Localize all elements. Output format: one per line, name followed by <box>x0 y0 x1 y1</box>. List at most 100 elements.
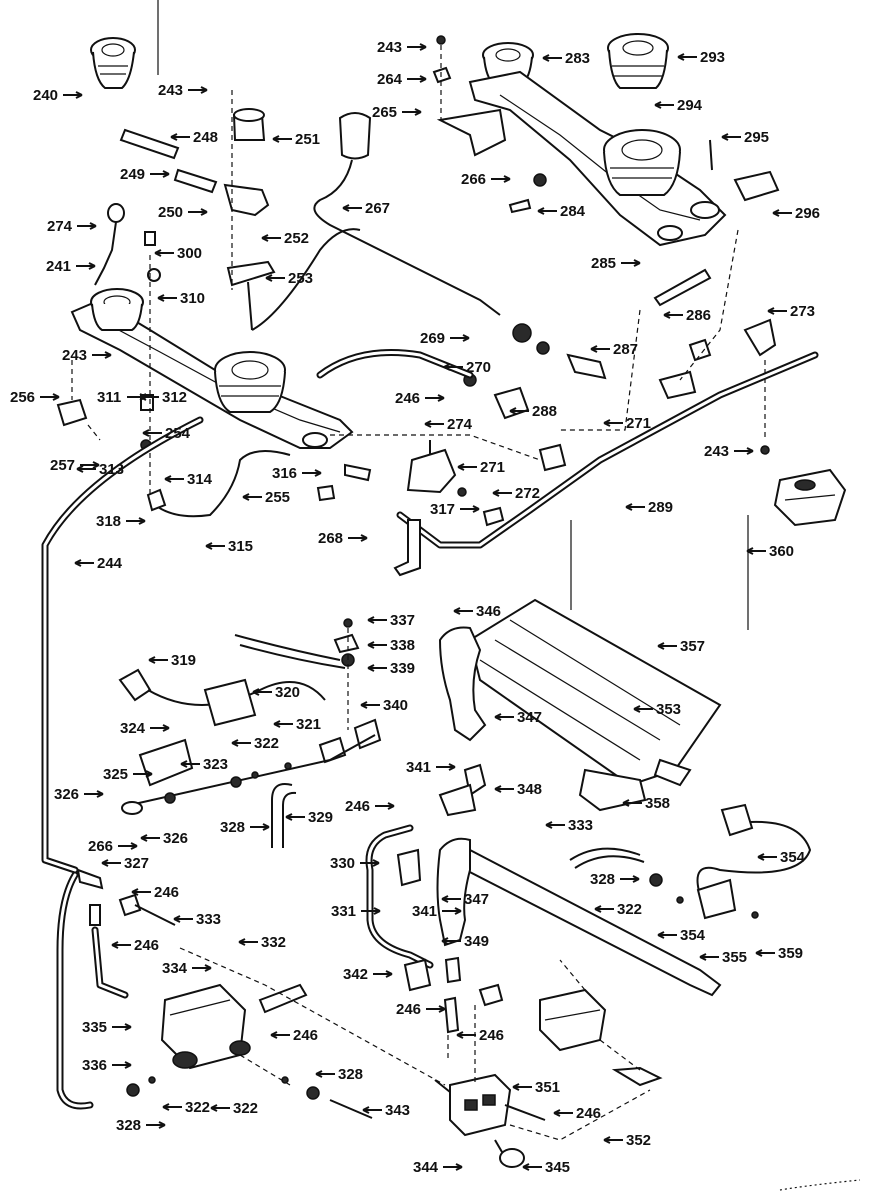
part-label: 244 <box>97 555 123 572</box>
leader-arrow <box>188 208 208 216</box>
leader-arrow <box>360 859 380 867</box>
leader-arrow <box>443 1163 463 1171</box>
leader-arrow <box>315 1070 335 1078</box>
leader-arrow <box>131 888 151 896</box>
lower-left-fittings <box>56 868 176 1110</box>
leader-arrow <box>210 1104 230 1112</box>
center-valves <box>316 373 567 527</box>
leader-arrow <box>76 465 96 473</box>
part-label: 310 <box>180 290 205 307</box>
part-label: 296 <box>795 205 820 222</box>
leader-arrow <box>442 907 462 915</box>
part-label: 348 <box>517 781 542 798</box>
part-label: 355 <box>722 949 747 966</box>
leader-arrow <box>360 701 380 709</box>
part-label: 264 <box>377 71 403 88</box>
leader-arrow <box>164 475 184 483</box>
leader-arrow <box>162 1103 182 1111</box>
leader-arrow <box>625 503 645 511</box>
part-label: 338 <box>390 637 415 654</box>
part-label: 288 <box>532 403 557 420</box>
leader-arrow <box>231 739 251 747</box>
part-label: 251 <box>295 131 320 148</box>
leader-arrow <box>767 307 787 315</box>
part-label: 246 <box>576 1105 601 1122</box>
leader-arrow <box>424 420 444 428</box>
part-label: 328 <box>590 871 615 888</box>
leader-arrow <box>460 505 480 513</box>
part-label: 266 <box>88 838 113 855</box>
part-label: 325 <box>103 766 128 783</box>
part-label: 343 <box>385 1102 410 1119</box>
line-art <box>41 0 861 1191</box>
leader-arrow <box>402 108 422 116</box>
part-label: 313 <box>99 461 124 478</box>
part-label: 323 <box>203 756 228 773</box>
part-label: 250 <box>158 204 183 221</box>
part-label: 341 <box>412 903 437 920</box>
part-label: 252 <box>284 230 309 247</box>
part-label: 329 <box>308 809 333 826</box>
part-label: 358 <box>645 795 670 812</box>
leader-arrow <box>509 407 529 415</box>
ignitor-319 <box>118 634 346 727</box>
leader-arrow <box>76 262 96 270</box>
leader-arrow <box>522 1163 542 1171</box>
part-label: 344 <box>413 1159 439 1176</box>
leader-arrow <box>375 802 395 810</box>
part-label: 271 <box>480 459 505 476</box>
part-label: 254 <box>165 425 191 442</box>
leader-arrow <box>663 311 683 319</box>
part-label: 246 <box>154 884 179 901</box>
part-label: 322 <box>617 901 642 918</box>
oven-burner-357 <box>468 598 722 812</box>
leader-arrow <box>192 964 212 972</box>
leader-arrow <box>367 641 387 649</box>
leader-arrow <box>537 207 557 215</box>
part-label: 246 <box>479 1027 504 1044</box>
part-label: 283 <box>565 50 590 67</box>
part-label: 331 <box>331 903 356 920</box>
leader-arrow <box>238 938 258 946</box>
leader-arrow <box>92 351 112 359</box>
leader-arrow <box>40 393 60 401</box>
part-label: 272 <box>515 485 540 502</box>
leader-arrow <box>188 86 208 94</box>
leader-arrow <box>441 937 461 945</box>
leader-arrow <box>492 489 512 497</box>
leader-arrow <box>140 834 160 842</box>
leader-arrow <box>491 175 511 183</box>
part-label: 342 <box>343 966 368 983</box>
leader-arrow <box>436 763 456 771</box>
part-label: 360 <box>769 543 794 560</box>
part-label: 336 <box>82 1057 107 1074</box>
leader-arrow <box>545 821 565 829</box>
leader-arrow <box>126 517 146 525</box>
leader-arrow <box>142 429 162 437</box>
leader-arrow <box>101 859 121 867</box>
leader-arrow <box>180 760 200 768</box>
leader-arrow <box>270 1031 290 1039</box>
bracket-268 <box>393 519 421 577</box>
wire-267 <box>251 112 501 331</box>
leader-arrow <box>146 1121 166 1129</box>
leader-arrow <box>148 656 168 664</box>
part-labels: 240 243 248 251 249 250 274 252 300 253 … <box>10 39 820 1176</box>
part-label: 330 <box>330 855 355 872</box>
part-label: 353 <box>656 701 681 718</box>
part-label: 324 <box>120 720 146 737</box>
leader-arrow <box>407 43 427 51</box>
part-label: 293 <box>700 49 725 66</box>
leader-arrow <box>603 1136 623 1144</box>
leader-arrow <box>112 1023 132 1031</box>
part-label: 321 <box>296 716 321 733</box>
part-label: 243 <box>377 39 402 56</box>
part-label: 274 <box>47 218 73 235</box>
leader-arrow <box>362 1106 382 1114</box>
leader-arrow <box>242 493 262 501</box>
part-label: 349 <box>464 933 489 950</box>
leader-arrow <box>367 616 387 624</box>
thermocouple-315 <box>154 450 291 518</box>
leader-arrow <box>63 91 83 99</box>
